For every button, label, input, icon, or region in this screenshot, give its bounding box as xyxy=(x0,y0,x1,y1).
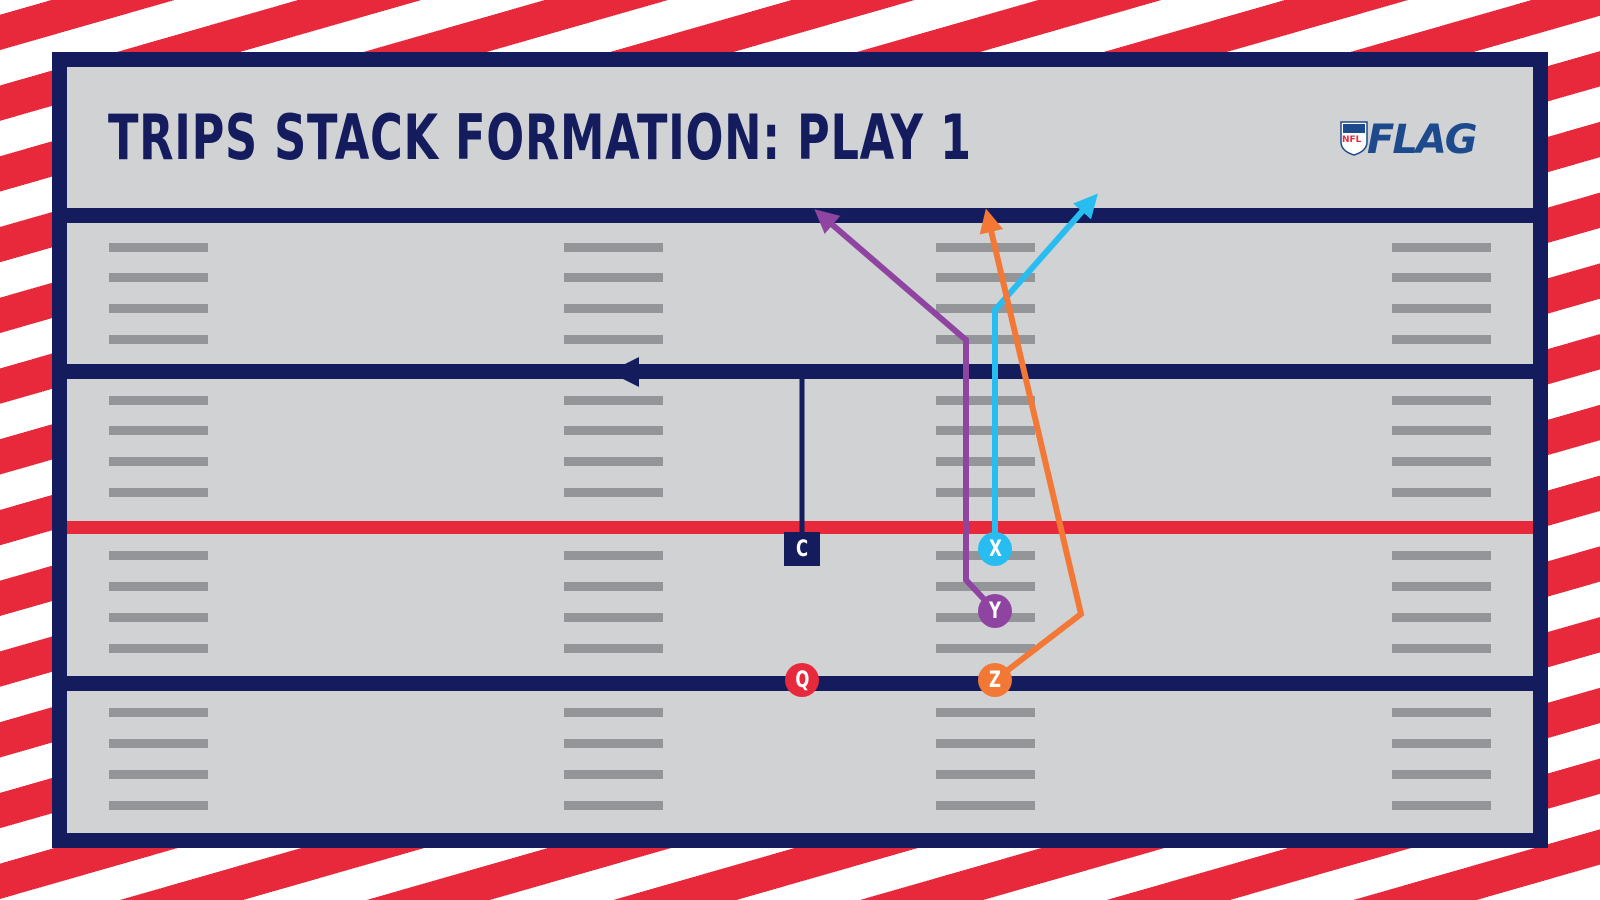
hash-mark xyxy=(109,582,208,591)
hash-mark xyxy=(936,582,1035,591)
hash-mark xyxy=(936,273,1035,282)
shield-text: NFL xyxy=(1342,135,1362,145)
hash-mark xyxy=(564,582,663,591)
player-x-label: X xyxy=(988,536,1002,562)
hash-mark xyxy=(109,396,208,405)
hash-mark xyxy=(564,426,663,435)
hash-mark xyxy=(1392,273,1491,282)
route-y xyxy=(814,209,998,614)
hash-mark xyxy=(564,708,663,717)
route-z xyxy=(979,208,1085,683)
player-y-label: Y xyxy=(989,598,1001,624)
hash-mark xyxy=(109,613,208,622)
hash-mark xyxy=(109,708,208,717)
hash-mark xyxy=(564,613,663,622)
route-c xyxy=(609,357,805,549)
hash-mark xyxy=(1392,304,1491,313)
hash-mark xyxy=(1392,457,1491,466)
hash-mark xyxy=(936,770,1035,779)
hash-mark xyxy=(936,426,1035,435)
hash-mark xyxy=(564,801,663,810)
nfl-shield-icon xyxy=(1340,121,1368,156)
hash-mark xyxy=(109,273,208,282)
hash-mark xyxy=(1392,488,1491,497)
hash-mark xyxy=(936,739,1035,748)
hash-mark xyxy=(109,304,208,313)
hash-mark xyxy=(936,335,1035,344)
hash-mark xyxy=(936,488,1035,497)
hash-mark xyxy=(1392,396,1491,405)
hash-mark xyxy=(564,739,663,748)
player-c: C xyxy=(784,532,820,566)
hash-mark xyxy=(936,801,1035,810)
hash-mark xyxy=(936,457,1035,466)
hash-mark xyxy=(564,488,663,497)
route-x xyxy=(992,193,1098,549)
player-q-label: Q xyxy=(794,667,810,693)
field: TRIPS STACK FORMATION: PLAY 1 NFL FLAG xyxy=(67,67,1533,833)
player-q: Q xyxy=(785,663,819,697)
hash-mark xyxy=(936,243,1035,252)
hash-mark xyxy=(564,770,663,779)
hash-mark xyxy=(109,488,208,497)
hash-mark xyxy=(1392,613,1491,622)
hash-mark xyxy=(109,335,208,344)
hash-mark xyxy=(564,457,663,466)
play-title: TRIPS STACK FORMATION: PLAY 1 xyxy=(108,101,972,174)
hash-mark xyxy=(1392,644,1491,653)
hash-mark xyxy=(109,770,208,779)
hash-mark xyxy=(109,801,208,810)
hash-mark xyxy=(109,457,208,466)
yard-line-1 xyxy=(67,208,1533,223)
hash-mark xyxy=(564,551,663,560)
hash-mark xyxy=(1392,770,1491,779)
hash-mark xyxy=(1392,582,1491,591)
hash-mark xyxy=(936,396,1035,405)
hash-mark xyxy=(1392,551,1491,560)
hash-mark xyxy=(564,396,663,405)
logo-wordmark: FLAG xyxy=(1367,117,1478,163)
hash-mark xyxy=(109,644,208,653)
player-y: Y xyxy=(978,594,1012,628)
hash-mark xyxy=(1392,426,1491,435)
hash-mark xyxy=(564,335,663,344)
hash-mark xyxy=(109,739,208,748)
nfl-flag-logo: NFL FLAG xyxy=(1339,115,1499,165)
hash-mark xyxy=(936,644,1035,653)
hash-mark xyxy=(109,551,208,560)
hash-mark xyxy=(564,304,663,313)
hash-mark xyxy=(109,243,208,252)
hash-mark xyxy=(564,243,663,252)
player-x: X xyxy=(978,532,1012,566)
hash-mark xyxy=(1392,243,1491,252)
player-c-label: C xyxy=(795,536,809,562)
hash-mark xyxy=(1392,801,1491,810)
hash-mark xyxy=(564,273,663,282)
hash-mark xyxy=(936,708,1035,717)
hash-mark xyxy=(1392,739,1491,748)
hash-mark xyxy=(1392,708,1491,717)
hash-mark xyxy=(109,426,208,435)
player-z-label: Z xyxy=(989,667,1001,693)
hash-mark xyxy=(936,304,1035,313)
hash-mark xyxy=(1392,335,1491,344)
hash-mark xyxy=(564,644,663,653)
player-z: Z xyxy=(978,663,1012,697)
